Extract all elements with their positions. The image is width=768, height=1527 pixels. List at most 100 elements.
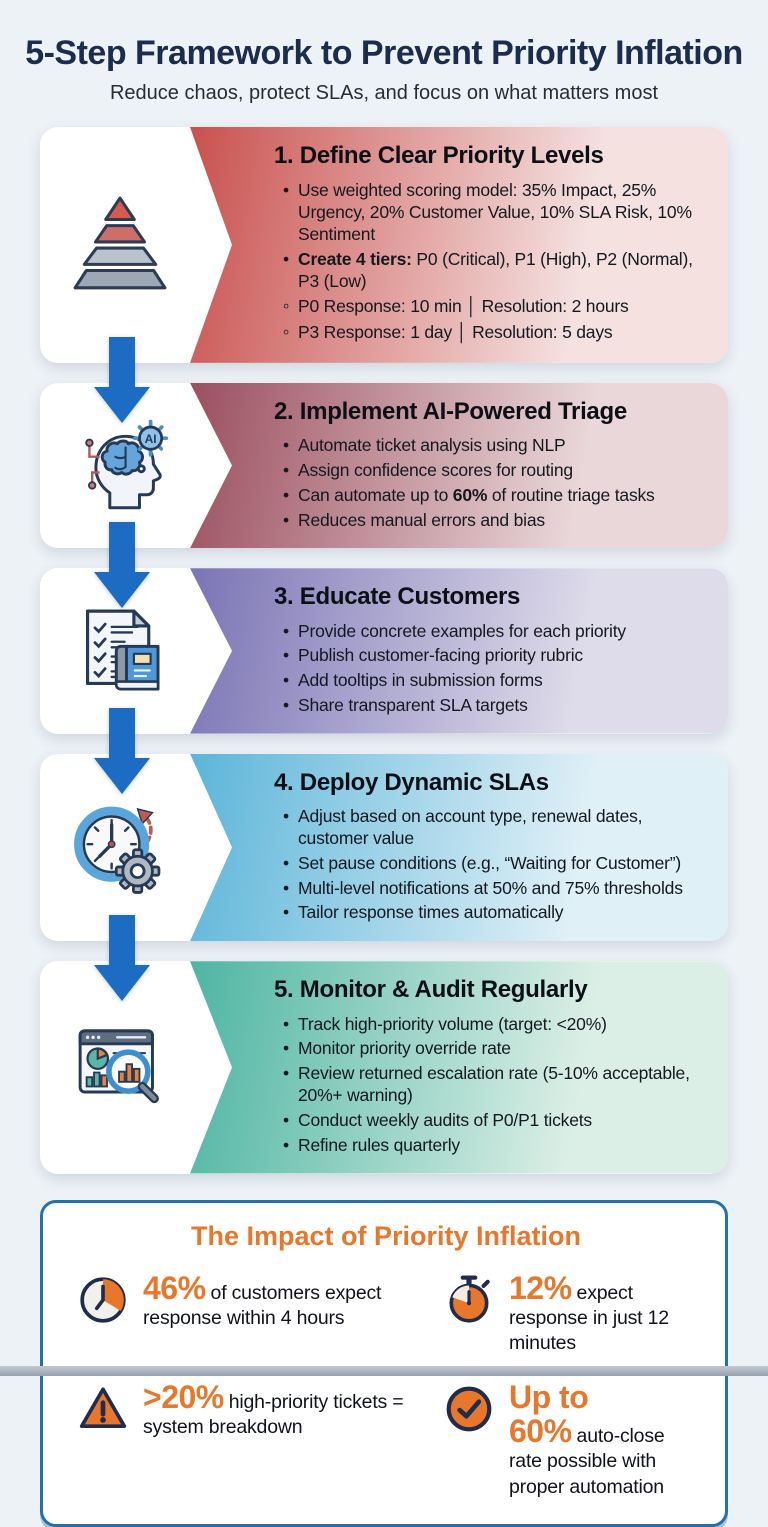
step-number: 3. xyxy=(274,583,294,611)
ai-brain-icon: AI xyxy=(69,415,171,517)
step-title: 4. Deploy Dynamic SLAs xyxy=(274,769,708,797)
stat-highlight: 46% xyxy=(143,1269,206,1306)
check-circle-icon xyxy=(443,1383,495,1435)
bullet-text: Track high-priority volume (target: <20%… xyxy=(298,1013,607,1034)
page-subtitle: Reduce chaos, protect SLAs, and focus on… xyxy=(109,82,659,104)
bullet-item: Refine rules quarterly xyxy=(274,1134,708,1156)
bullet-marker-icon xyxy=(274,321,298,345)
bullet-marker-icon xyxy=(274,620,298,642)
step-icon-zone xyxy=(40,127,190,363)
step-card-1: 1. Define Clear Priority LevelsUse weigh… xyxy=(40,127,728,363)
arrow-down-icon xyxy=(94,707,150,794)
bullet-item: Can automate up to 60% of routine triage… xyxy=(274,484,708,506)
impact-box: The Impact of Priority Inflation 46%of c… xyxy=(40,1199,728,1527)
impact-stat: >20%high-priority tickets = system break… xyxy=(77,1381,427,1500)
step-content: 2. Implement AI-Powered TriageAutomate t… xyxy=(190,382,728,549)
bullet-item: Automate ticket analysis using NLP xyxy=(274,434,708,456)
bullet-marker-icon xyxy=(274,805,298,849)
step-bullets: Use weighted scoring model: 35% Impact, … xyxy=(274,176,708,348)
bullet-marker-icon xyxy=(274,901,298,923)
step-icon-zone xyxy=(40,754,190,942)
bullet-text: Tailor response times automatically xyxy=(298,902,564,923)
step-icon-zone: AI xyxy=(40,383,190,548)
bullet-item: Assign confidence scores for routing xyxy=(274,459,708,481)
impact-stat: 12%expect response in just 12 minutes xyxy=(443,1272,695,1357)
step-number: 1. xyxy=(274,142,294,169)
step-title: 3. Educate Customers xyxy=(274,583,708,611)
bullet-marker-icon xyxy=(274,434,298,456)
bottom-strip xyxy=(0,1366,768,1376)
bullet-text: Refine rules quarterly xyxy=(298,1134,460,1155)
stopwatch-icon xyxy=(443,1274,495,1326)
pyramid-icon xyxy=(69,194,171,296)
bullet-marker-icon xyxy=(274,295,298,319)
clock-icon xyxy=(77,1274,129,1326)
stat-description: of customers expect response within 4 ho… xyxy=(143,1281,382,1329)
step-content: 4. Deploy Dynamic SLAsAdjust based on ac… xyxy=(190,753,728,942)
bullet-text: Add tooltips in submission forms xyxy=(298,670,543,691)
step-number: 5. xyxy=(274,976,294,1004)
step-connector xyxy=(40,522,728,609)
bullet-item: Adjust based on account type, renewal da… xyxy=(274,805,708,849)
infographic-page: 5-Step Framework to Prevent Priority Inf… xyxy=(0,0,768,1376)
bullet-marker-icon xyxy=(274,644,298,666)
step-title-text: Monitor & Audit Regularly xyxy=(299,976,588,1004)
bullet-marker-icon xyxy=(274,1062,298,1106)
step-bullets: Provide concrete examples for each prior… xyxy=(274,617,708,718)
bullet-marker-icon xyxy=(274,852,298,874)
step-bullets: Automate ticket analysis using NLP Assign… xyxy=(274,432,708,533)
checklist-book-icon xyxy=(69,600,171,702)
dashboard-magnifier-icon xyxy=(69,1016,171,1118)
stat-highlight: 12% xyxy=(509,1269,572,1306)
bullet-marker-icon xyxy=(274,694,298,716)
arrow-down-icon xyxy=(94,915,150,1002)
bullet-item: Tailor response times automatically xyxy=(274,901,708,923)
impact-stats: 46%of customers expect response within 4… xyxy=(77,1272,695,1500)
step-title: 5. Monitor & Audit Regularly xyxy=(274,976,708,1004)
stat-description: expect response in just 12 minutes xyxy=(509,1281,669,1355)
step-title-text: Educate Customers xyxy=(299,583,521,611)
bullet-marker-icon xyxy=(274,509,298,531)
bullet-item: Add tooltips in submission forms xyxy=(274,669,708,691)
stat-highlight: >20% xyxy=(143,1378,224,1415)
bullet-item: Track high-priority volume (target: <20%… xyxy=(274,1013,708,1035)
bullet-item: Conduct weekly audits of P0/P1 tickets xyxy=(274,1109,708,1131)
bullet-marker-icon xyxy=(274,1037,298,1059)
step-connector xyxy=(40,336,728,423)
impact-stat: Up to 60%auto-close rate possible with p… xyxy=(443,1380,695,1500)
bullet-marker-icon xyxy=(274,1013,298,1035)
bullet-item: P0 Response: 10 min │ Resolution: 2 hour… xyxy=(274,295,708,319)
step-card-3: 3. Educate CustomersProvide concrete exa… xyxy=(40,568,728,734)
impact-title: The Impact of Priority Inflation xyxy=(190,1220,582,1251)
steps-list: 1. Define Clear Priority LevelsUse weigh… xyxy=(40,127,728,1174)
step-title: 1. Define Clear Priority Levels xyxy=(274,142,708,170)
page-title: 5-Step Framework to Prevent Priority Inf… xyxy=(25,34,743,72)
bullet-text: Conduct weekly audits of P0/P1 tickets xyxy=(298,1110,592,1131)
stat-text: >20%high-priority tickets = system break… xyxy=(143,1381,427,1441)
stat-text: Up to 60%auto-close rate possible with p… xyxy=(509,1380,695,1500)
step-card-5: 5. Monitor & Audit RegularlyTrack high-p… xyxy=(40,961,728,1174)
bullet-item: Publish customer-facing priority rubric xyxy=(274,644,708,666)
header: 5-Step Framework to Prevent Priority Inf… xyxy=(0,0,768,105)
warning-triangle-icon xyxy=(77,1383,129,1435)
bullet-item: Review returned escalation rate (5-10% a… xyxy=(274,1062,708,1106)
step-title-text: Define Clear Priority Levels xyxy=(299,142,604,169)
step-content: 5. Monitor & Audit RegularlyTrack high-p… xyxy=(190,961,728,1174)
step-icon-zone xyxy=(40,568,190,733)
step-card-2: AI 2. Implement AI-Powered TriageAutomate… xyxy=(40,382,728,549)
step-content: 1. Define Clear Priority LevelsUse weigh… xyxy=(190,127,728,363)
bullet-text: Can automate up to 60% of routine triage… xyxy=(298,484,655,505)
bullet-text: P0 Response: 10 min │ Resolution: 2 hour… xyxy=(298,295,629,316)
bullet-item: Provide concrete examples for each prior… xyxy=(274,620,708,642)
step-number: 4. xyxy=(274,768,294,796)
bullet-text: Multi-level notifications at 50% and 75%… xyxy=(298,877,683,898)
bullet-marker-icon xyxy=(274,877,298,899)
step-title: 2. Implement AI-Powered Triage xyxy=(274,398,708,426)
bullet-marker-icon xyxy=(274,484,298,506)
bullet-text: Automate ticket analysis using NLP xyxy=(298,435,566,456)
svg-text:AI: AI xyxy=(145,431,157,445)
step-bullets: Track high-priority volume (target: <20%… xyxy=(274,1010,708,1158)
bullet-item: Create 4 tiers: P0 (Critical), P1 (High)… xyxy=(274,248,708,292)
bullet-item: Use weighted scoring model: 35% Impact, … xyxy=(274,179,708,246)
bullet-text: Monitor priority override rate xyxy=(298,1038,511,1059)
